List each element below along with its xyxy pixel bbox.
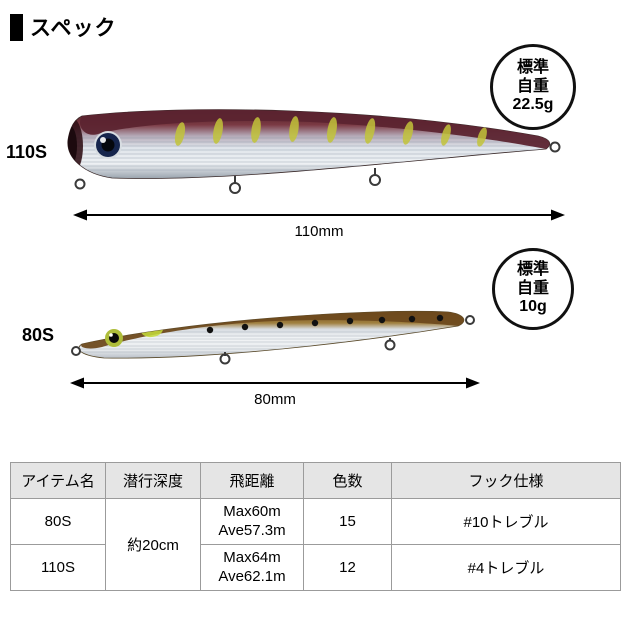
badge-weight-value: 10g [519,298,547,316]
header-hook-spec: フック仕様 [391,462,621,499]
lure-label-110s: 110S [6,142,48,162]
distance-max: Max60m [223,502,281,520]
header-marker [10,13,23,41]
badge-line: 標準 [516,59,549,77]
length-dimension-110s: 110mm [73,208,565,240]
cell-diving-depth: 約20cm [105,498,201,591]
dark-back [80,109,550,149]
header-color-count: 色数 [303,462,392,499]
double-arrow-icon [73,209,565,221]
badge-line: 自重 [516,77,549,95]
hook-hangers [74,141,561,194]
lure-eye [94,131,122,159]
flank-striations [80,331,464,353]
weight-badge-80s: 標準 自重 10g [492,248,574,330]
double-arrow-icon [70,377,480,389]
badge-line: 自重 [516,279,549,297]
yellow-markings [174,116,487,147]
distance-ave: Ave57.3m [218,521,286,539]
cell-hook-spec: #4トレブル [391,544,621,591]
length-dimension-80s: 80mm [70,376,480,408]
cell-hook-spec: #10トレブル [391,498,621,545]
badge-weight-value: 22.5g [512,96,554,114]
badge-line: 標準 [516,261,549,279]
cell-item-name: 80S [10,498,106,545]
header-diving-depth: 潜行深度 [105,462,201,499]
cell-casting-distance: Max60m Ave57.3m [200,498,304,545]
header-casting-distance: 飛距離 [200,462,304,499]
section-title: スペック [30,17,117,40]
spec-table: アイテム名 潜行深度 飛距離 色数 フック仕様 80S 約20cm Max60m… [10,462,621,591]
table-row: 110S Max64m Ave62.1m 12 #4トレブル [10,544,621,591]
distance-ave: Ave62.1m [218,567,286,585]
lure-label-80s: 80S [22,325,55,345]
lure-image-110s [67,109,561,194]
cell-item-name: 110S [10,544,106,591]
length-label-110s: 110mm [294,223,344,240]
dark-back [81,311,464,349]
cell-color-count: 12 [303,544,392,591]
cell-casting-distance: Max64m Ave62.1m [200,544,304,591]
flank-dots [206,314,444,334]
lure-image-80s [71,310,475,365]
lure-eye [105,329,123,347]
table-row: 80S 約20cm Max60m Ave57.3m 15 #10トレブル [10,498,621,591]
length-label-80s: 80mm [254,391,296,408]
hook-hangers [71,315,475,365]
cell-color-count: 15 [303,498,392,545]
header-item-name: アイテム名 [10,462,106,499]
distance-max: Max64m [223,548,281,566]
popper-cup-inner [67,126,77,166]
weight-badge-110s: 標準 自重 22.5g [490,44,576,130]
section-header: スペック [10,12,117,42]
table-header-row: アイテム名 潜行深度 飛距離 色数 フック仕様 [10,462,621,499]
